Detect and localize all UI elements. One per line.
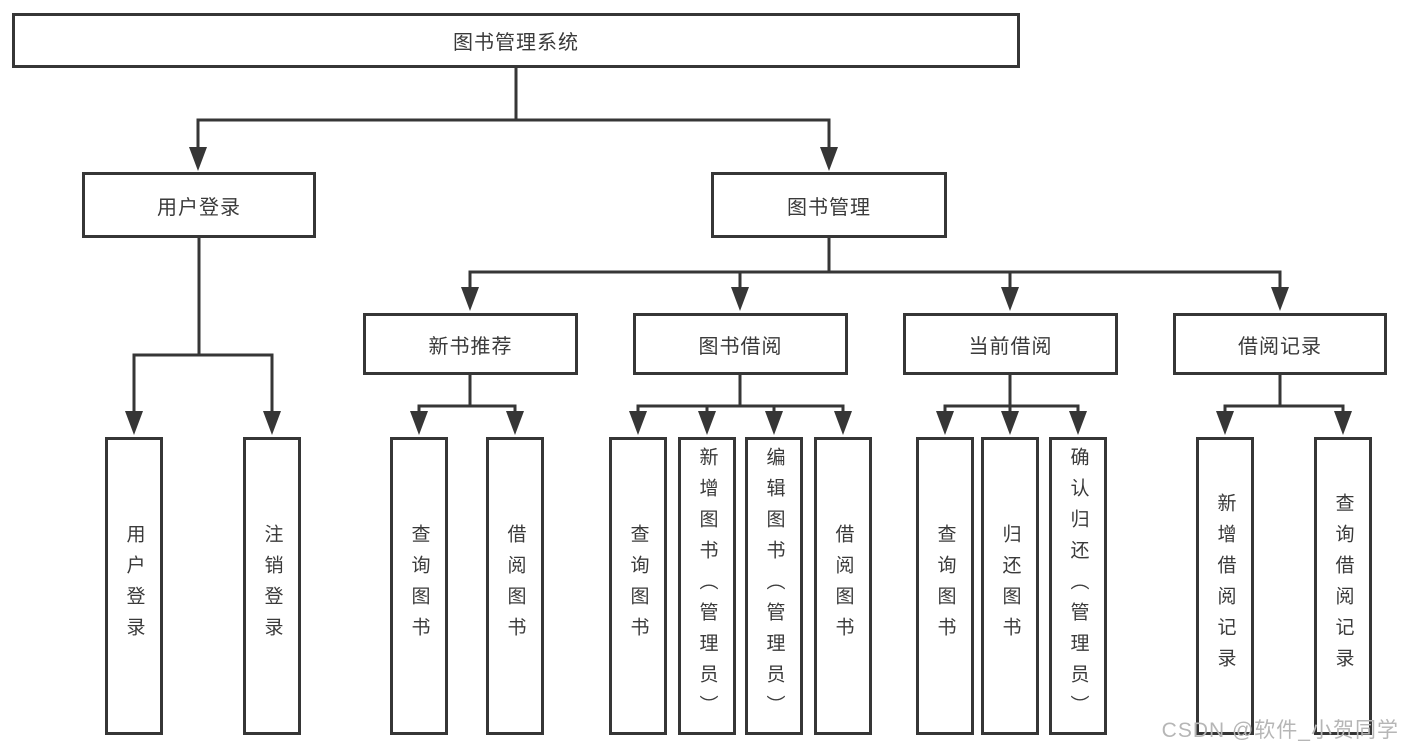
leaf-recommend-borrow-books: 借阅图书	[486, 437, 544, 735]
node-book-borrow-label: 图书借阅	[698, 335, 783, 358]
leaf-records-add-record: 新增借阅记录	[1196, 437, 1254, 735]
leaf-label: 确认归还（管理员）	[1067, 446, 1089, 726]
leaf-borrow-borrow-books: 借阅图书	[814, 437, 872, 735]
leaf-records-query-record: 查询借阅记录	[1314, 437, 1372, 735]
leaf-borrow-add-books-admin: 新增图书（管理员）	[678, 437, 736, 735]
leaf-recommend-query-books: 查询图书	[390, 437, 448, 735]
arrowhead	[834, 411, 852, 435]
leaf-label: 借阅图书	[832, 524, 854, 648]
leaf-current-query-books: 查询图书	[916, 437, 974, 735]
arrowhead	[410, 411, 428, 435]
node-new-book-recommend-label: 新书推荐	[428, 335, 513, 358]
leaf-label: 借阅图书	[504, 524, 526, 648]
arrowhead	[1001, 287, 1019, 311]
connector-login-to-leaves	[125, 236, 281, 435]
node-book-borrow: 图书借阅	[633, 313, 848, 375]
leaf-label: 注销登录	[261, 524, 283, 648]
leaf-current-confirm-return-admin: 确认归还（管理员）	[1049, 437, 1107, 735]
node-current-borrow-label: 当前借阅	[968, 335, 1053, 358]
leaf-label: 新增借阅记录	[1214, 493, 1236, 679]
node-book-manage: 图书管理	[711, 172, 947, 238]
arrowhead	[1334, 411, 1352, 435]
leaf-borrow-query-books: 查询图书	[609, 437, 667, 735]
arrowhead	[506, 411, 524, 435]
node-borrow-records-label: 借阅记录	[1238, 335, 1322, 358]
node-borrow-records: 借阅记录	[1173, 313, 1387, 375]
arrowhead	[936, 411, 954, 435]
arrowhead	[1271, 287, 1289, 311]
connector-borrow-to-leaves	[629, 373, 852, 435]
arrowhead	[698, 411, 716, 435]
arrowhead	[461, 287, 479, 311]
arrowhead	[1001, 411, 1019, 435]
leaf-user-login: 用户登录	[105, 437, 163, 735]
arrowhead	[629, 411, 647, 435]
leaf-label: 归还图书	[999, 524, 1021, 648]
leaf-label: 查询借阅记录	[1332, 493, 1354, 679]
leaf-label: 用户登录	[123, 524, 145, 648]
connector-root-to-level2	[189, 66, 838, 171]
leaf-label: 查询图书	[627, 524, 649, 648]
node-root-label: 图书管理系统	[453, 32, 579, 54]
watermark: CSDN @软件_小贺同学	[1161, 719, 1399, 742]
leaf-label: 查询图书	[408, 524, 430, 648]
leaf-borrow-edit-books-admin: 编辑图书（管理员）	[745, 437, 803, 735]
connector-manage-to-level3	[461, 236, 1289, 311]
connector-current-to-leaves	[936, 373, 1087, 435]
arrowhead	[765, 411, 783, 435]
node-new-book-recommend: 新书推荐	[363, 313, 578, 375]
arrowhead	[1069, 411, 1087, 435]
connector-recommend-to-leaves	[410, 373, 524, 435]
arrowhead	[731, 287, 749, 311]
connector-records-to-leaves	[1216, 373, 1352, 435]
arrowhead	[189, 147, 207, 171]
leaf-label: 编辑图书（管理员）	[763, 446, 785, 726]
leaf-label: 新增图书（管理员）	[696, 446, 718, 726]
arrowhead	[125, 411, 143, 435]
arrowhead	[263, 411, 281, 435]
arrowhead	[1216, 411, 1234, 435]
node-user-login-label: 用户登录	[157, 196, 241, 219]
node-user-login: 用户登录	[82, 172, 316, 238]
node-root: 图书管理系统	[12, 13, 1020, 68]
leaf-label: 查询图书	[934, 524, 956, 648]
node-book-manage-label: 图书管理	[787, 196, 871, 219]
leaf-current-return-books: 归还图书	[981, 437, 1039, 735]
node-current-borrow: 当前借阅	[903, 313, 1118, 375]
leaf-logout: 注销登录	[243, 437, 301, 735]
arrowhead	[820, 147, 838, 171]
